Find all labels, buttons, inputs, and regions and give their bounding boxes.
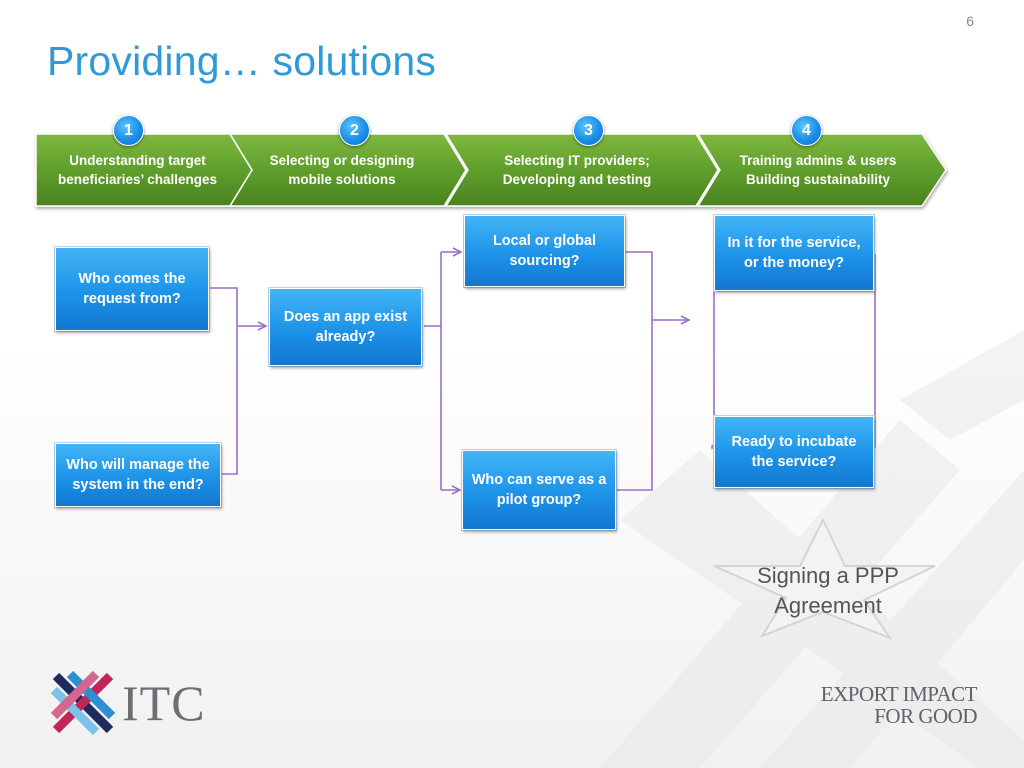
box-in-it-for: In it for the service, or the money? — [714, 215, 874, 291]
step-3-label: Selecting IT providers;Developing and te… — [502, 153, 652, 187]
step-2-badge: 2 — [339, 115, 370, 146]
step-4-badge: 4 — [791, 115, 822, 146]
box-who-manage: Who will manage the system in the end? — [55, 443, 221, 507]
box-who-comes: Who comes the request from? — [55, 247, 209, 331]
box-local-global: Local or global sourcing? — [464, 215, 625, 287]
chevron-step-4 — [696, 133, 947, 207]
step-1-badge: 1 — [113, 115, 144, 146]
itc-logo-text: ITC — [122, 675, 206, 731]
box-pilot-group: Who can serve as a pilot group? — [462, 450, 616, 530]
star-shape — [713, 517, 936, 641]
step-3-badge: 3 — [573, 115, 604, 146]
slide-title: Providing… solutions — [47, 38, 437, 84]
box-app-exists: Does an app exist already? — [269, 288, 422, 366]
connector-local-global — [617, 251, 653, 491]
chevron-step-2 — [228, 133, 467, 207]
box-ready-incubate: Ready to incubate the service? — [714, 416, 874, 488]
itc-logo-icon — [50, 670, 116, 736]
connector-who-comes — [210, 287, 238, 475]
slide-number: 6 — [966, 13, 974, 29]
chevron-step-3 — [444, 133, 719, 207]
